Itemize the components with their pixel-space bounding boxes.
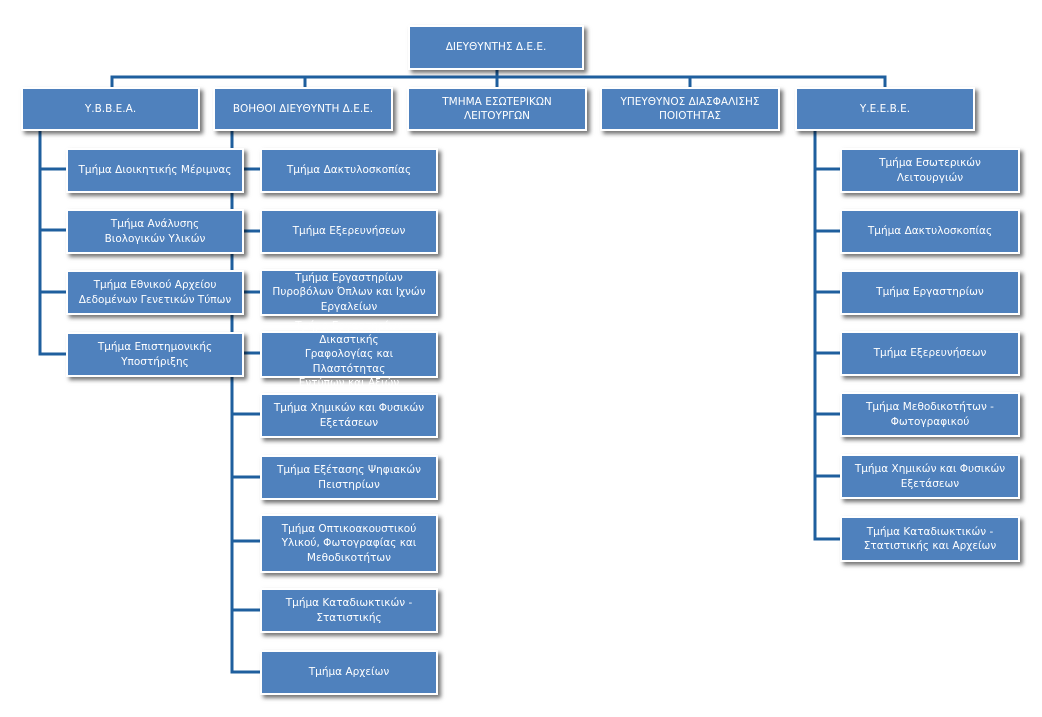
yeebe-unit: Τμήμα Εξερευνήσεων — [840, 331, 1020, 376]
yeebe-unit: Τμήμα Δακτυλοσκοπίας — [840, 209, 1020, 254]
ybbea-unit: Τμήμα Εθνικού Αρχείου Δεδομένων Γενετικώ… — [66, 270, 244, 315]
assistant-unit: Τμήμα Εξερευνήσεων — [260, 209, 438, 254]
assistant-unit: Τμήμα Οπτικοακουστικού Υλικού, Φωτογραφί… — [260, 514, 438, 573]
yeebe-unit: Τμήμα Εσωτερικών Λειτουργιών — [840, 148, 1020, 193]
assistant-unit: Τμήμα Δακτυλοσκοπίας — [260, 148, 438, 193]
assistant-unit: Τμήμα Εργαστηρίων Πυροβόλων Όπλων και Ιχ… — [260, 269, 438, 316]
yeebe-unit: Τμήμα Εργαστηρίων — [840, 270, 1020, 315]
ybbea-unit: Τμήμα Επιστημονικής Υποστήριξης — [66, 332, 244, 377]
assistant-unit: Τμήμα Εξέτασης Ψηφιακών Πειστηρίων — [260, 455, 438, 500]
ybbea-box: Υ.Β.Β.Ε.Α. — [21, 87, 200, 131]
internal-operations-box: ΤΜΗΜΑ ΕΣΩΤΕΡΙΚΩΝ ΛΕΙΤΟΥΡΓΩΝ — [407, 87, 587, 131]
assistant-unit: Τμήμα Εργαστηρίων Δικαστικής Γραφολογίας… — [260, 320, 438, 389]
assistant-unit: Τμήμα Χημικών και Φυσικών Εξετάσεων — [260, 393, 438, 438]
director-box: ΔΙΕΥΘΥΝΤΗΣ Δ.Ε.Ε. — [408, 25, 584, 70]
ybbea-unit: Τμήμα Ανάλυσης Βιολογικών Υλικών — [66, 209, 244, 254]
yeebe-unit: Τμήμα Χημικών και Φυσικών Εξετάσεων — [840, 454, 1020, 499]
assistant-unit: Τμήμα Αρχείων — [260, 650, 438, 695]
yeebe-unit: Τμήμα Μεθοδικοτήτων - Φωτογραφικού — [840, 392, 1020, 437]
quality-assurance-box: ΥΠΕΥΘΥΝΟΣ ΔΙΑΣΦΑΛΙΣΗΣ ΠΟΙΟΤΗΤΑΣ — [600, 87, 780, 131]
yeebe-unit: Τμήμα Καταδιωκτικών - Στατιστικής και Αρ… — [840, 516, 1020, 562]
ybbea-unit: Τμήμα Διοικητικής Μέριμνας — [66, 148, 244, 193]
yeebe-box: Υ.Ε.Ε.Β.Ε. — [795, 87, 975, 131]
assistant-unit: Τμήμα Καταδιωκτικών - Στατιστικής — [260, 588, 438, 633]
assistant-director-box: ΒΟΗΘΟΙ ΔΙΕΥΘΥΝΤΗ Δ.Ε.Ε. — [213, 87, 393, 131]
